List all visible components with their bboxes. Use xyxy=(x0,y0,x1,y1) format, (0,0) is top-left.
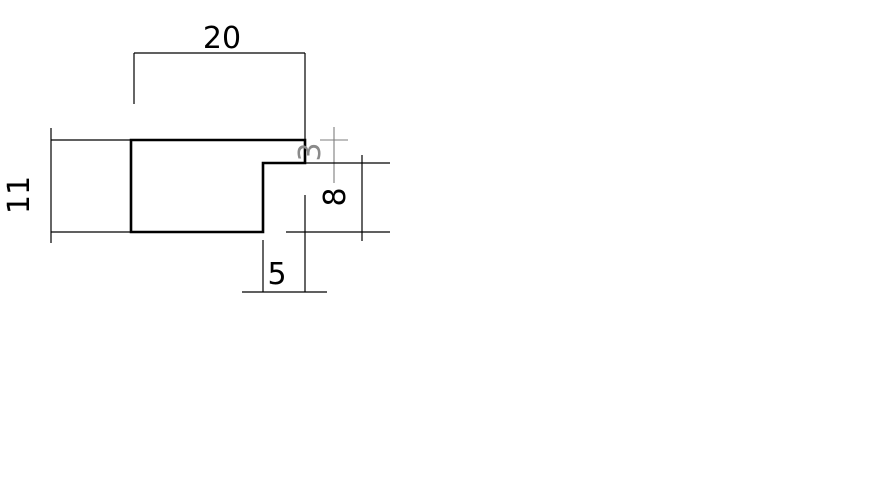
dimension-value-width-overall: 20 xyxy=(203,21,241,56)
dimension-value-step-height: 3 xyxy=(293,142,328,161)
dimension-value-lower-height: 8 xyxy=(318,187,353,206)
dimension-notch-width xyxy=(242,195,327,293)
dimension-layer xyxy=(50,52,390,293)
part-outline-stepped-profile xyxy=(129,138,307,234)
dimension-lower-height xyxy=(286,155,390,241)
dimension-label-layer: 20 11 3 8 5 xyxy=(2,21,353,292)
dimension-value-notch-width: 5 xyxy=(267,257,286,292)
dimension-height-overall xyxy=(50,128,131,243)
dimension-value-height-overall: 11 xyxy=(2,176,37,214)
part-outline-layer xyxy=(129,138,307,234)
dimension-width-overall xyxy=(133,52,306,140)
